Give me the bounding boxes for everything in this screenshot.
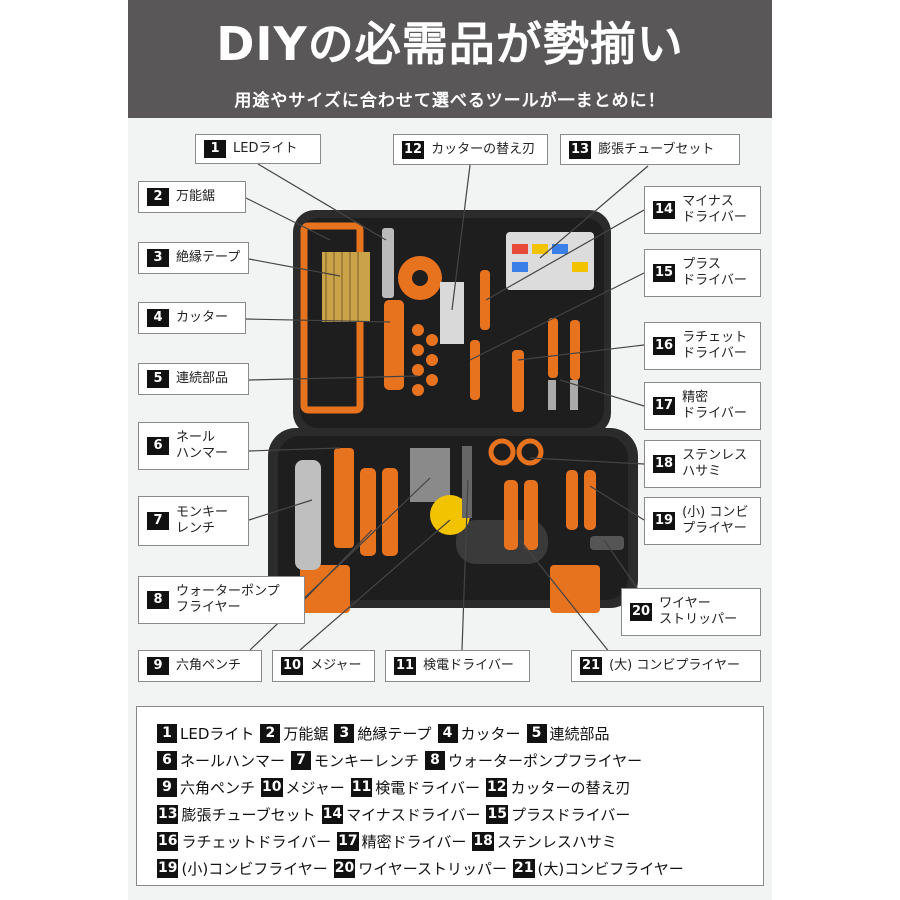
callout-19: 19(小) コンビ プライヤー: [644, 497, 761, 545]
bit-set-icon: [322, 252, 370, 322]
header-subtitle: 用途やサイズに合わせて選べるツールが一まとめに！: [234, 91, 666, 111]
monkey-wrench-icon: [295, 460, 321, 570]
socket-set-icon: [412, 324, 438, 396]
hex-key-set-icon: [410, 448, 450, 502]
large-combination-pliers-icon: [504, 480, 518, 550]
case-latch-left: [300, 565, 350, 613]
screwdriver-set-icon: [470, 270, 580, 412]
legend-item: 19(小)コンビフライヤー: [157, 859, 328, 878]
legend-item: 21(大)コンビフライヤー: [513, 859, 684, 878]
header-title: DIYの必需品が勢揃い: [216, 17, 684, 71]
replacement-blade-icon: [440, 282, 464, 344]
callout-21: 21(大) コンビプライヤー: [571, 650, 761, 682]
wire-stripper-icon: [590, 536, 624, 550]
nail-hammer-icon: [334, 448, 354, 548]
tape-measure-icon: [430, 495, 470, 535]
led-light-icon: [382, 228, 394, 298]
small-combination-pliers-icon: [566, 470, 578, 530]
header-banner: DIYの必需品が勢揃い 用途やサイズに合わせて選べるツールが一まとめに！: [128, 0, 772, 118]
scissors-icon: [488, 438, 516, 466]
voltage-tester-icon: [462, 446, 472, 518]
case-latch-right: [550, 565, 600, 613]
